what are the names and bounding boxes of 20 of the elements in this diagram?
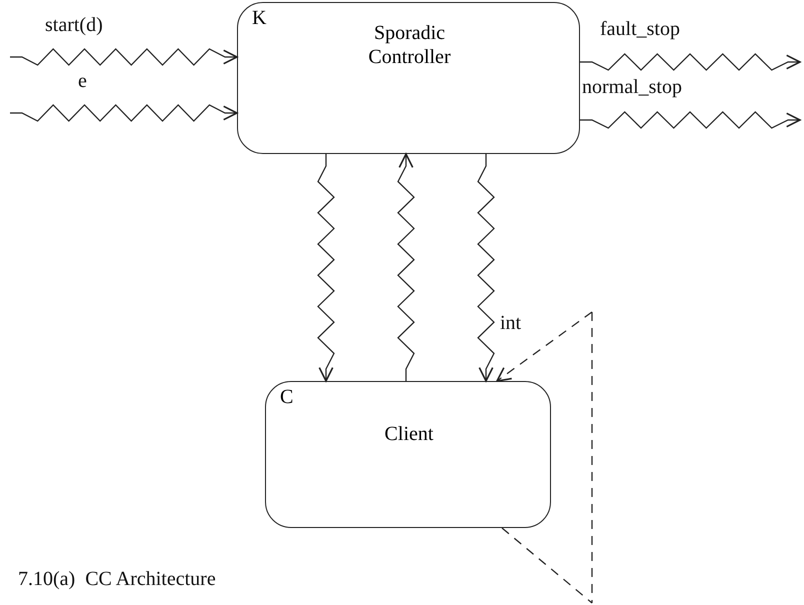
edge-label: start(d) — [45, 14, 103, 36]
edge-label: normal_stop — [582, 76, 682, 98]
node-letter: K — [252, 7, 266, 29]
caption: 7.10(a) CC Architecture — [18, 568, 216, 590]
node-title: Sporadic Controller — [367, 21, 452, 69]
zigzag-arrow — [580, 53, 801, 71]
zigzag-arrow — [10, 48, 238, 66]
zigzag-arrow — [317, 154, 335, 382]
client-box — [265, 381, 551, 528]
edge-label: int — [500, 312, 522, 334]
edge-label: fault_stop — [600, 18, 680, 40]
zigzag-arrow — [477, 154, 495, 382]
node-letter: C — [280, 386, 294, 408]
zigzag-arrow — [580, 111, 801, 129]
edge-label: e — [78, 70, 87, 92]
zigzag-arrow — [10, 104, 238, 122]
controller-box — [237, 2, 580, 154]
zigzag-arrow — [397, 153, 415, 381]
dashed-arrow — [496, 312, 592, 382]
node-title: Client — [384, 422, 434, 446]
